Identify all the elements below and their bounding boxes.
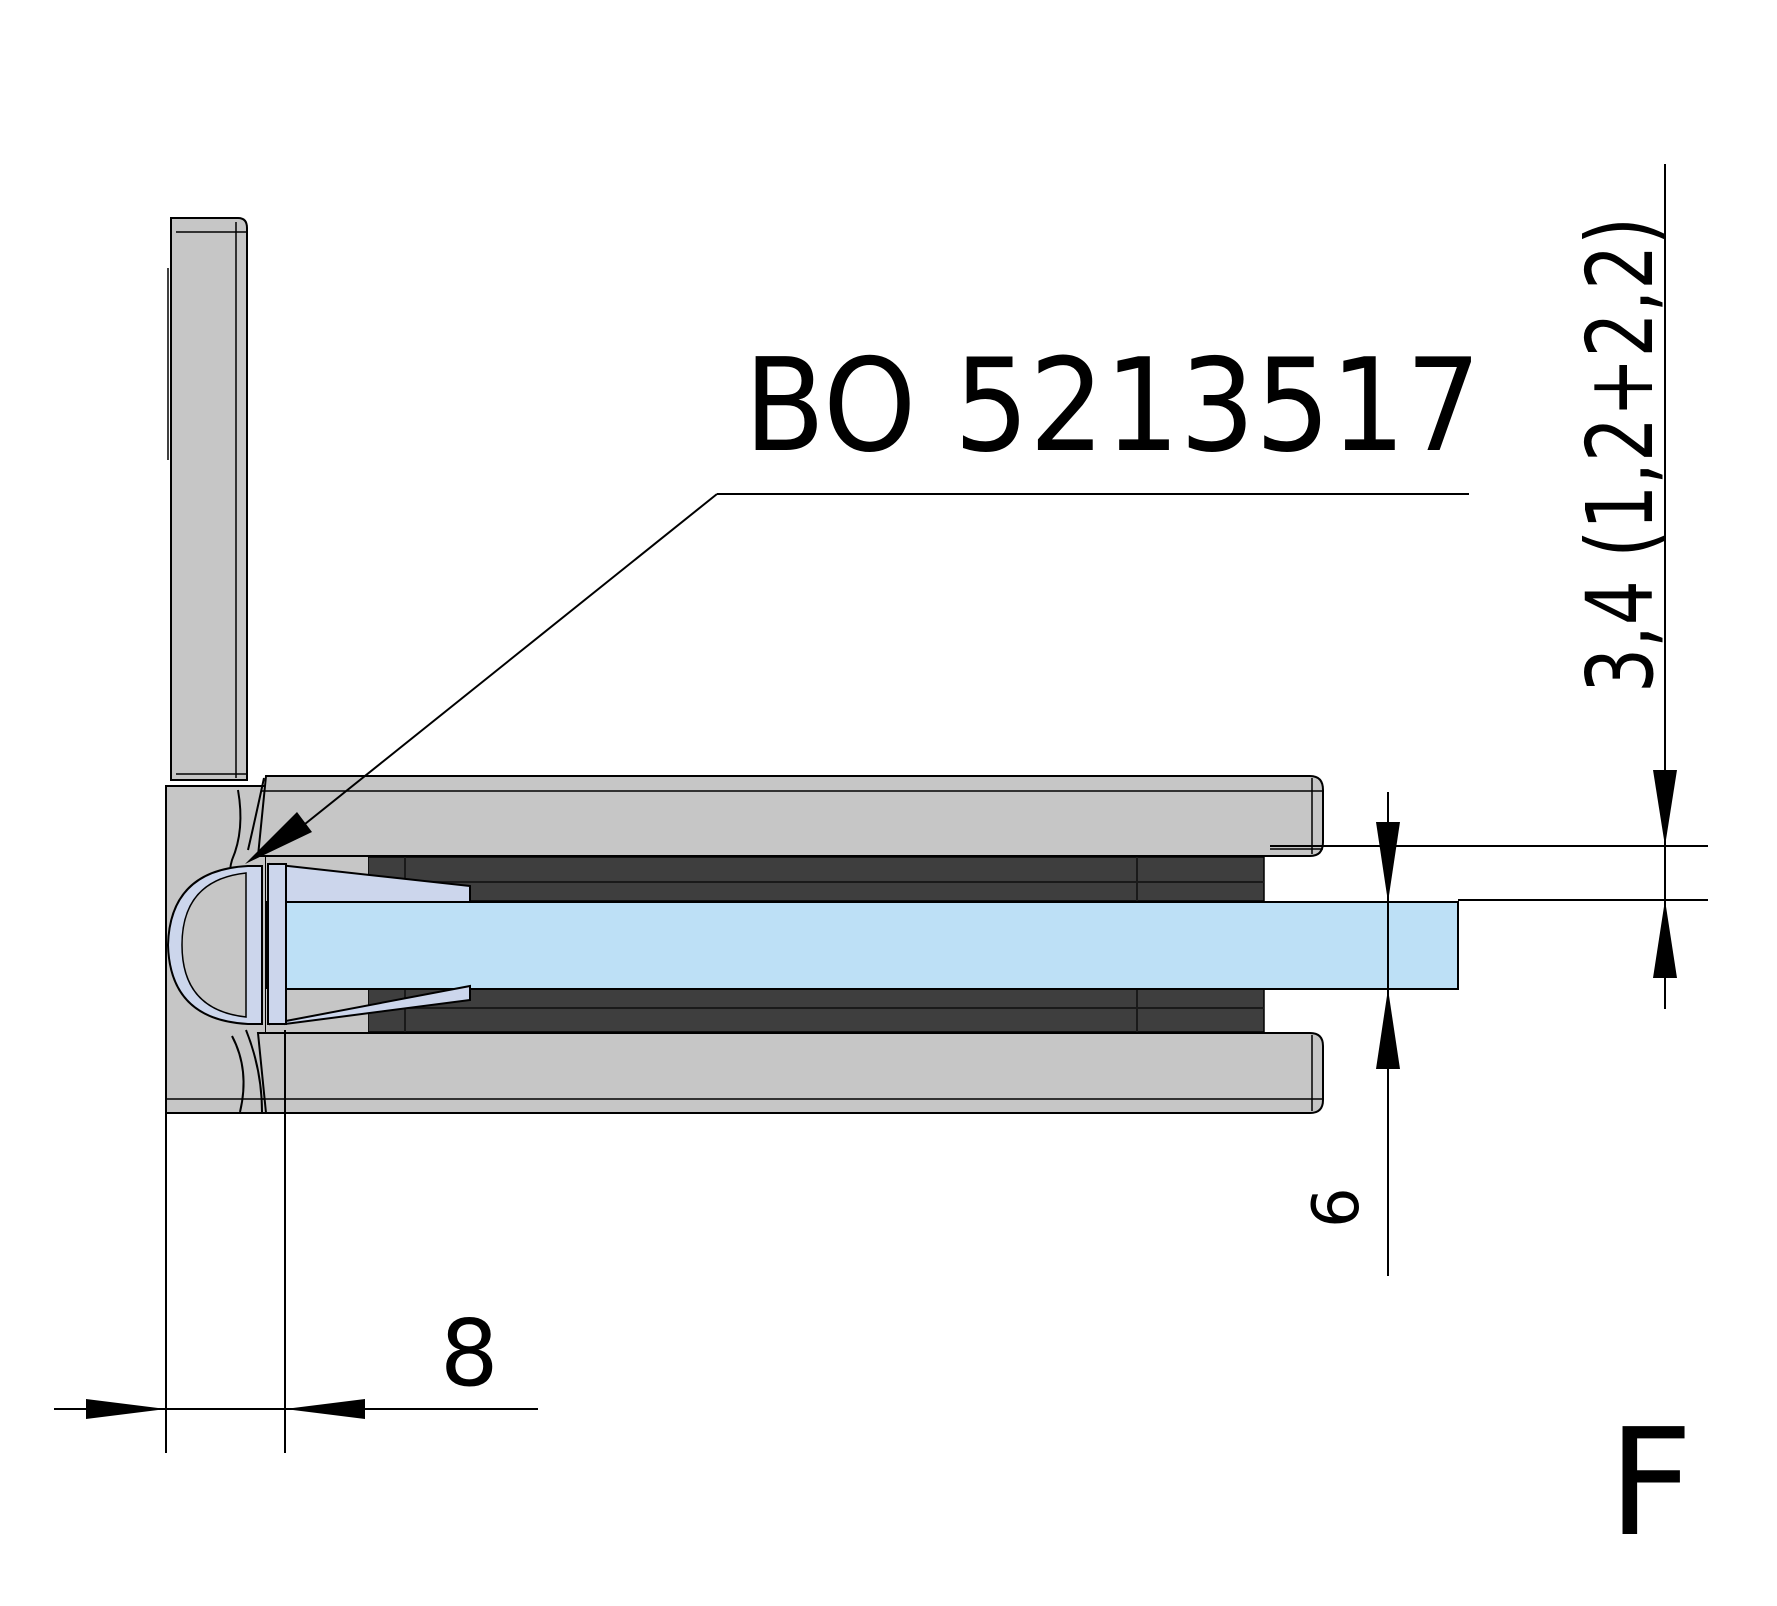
arrow-down-icon: [1653, 770, 1677, 846]
arrow-left-icon: [285, 1399, 365, 1419]
dimension-gasket: [1270, 164, 1708, 1009]
rubber-gaskets: [266, 856, 1265, 1033]
seal-profile: [166, 862, 471, 1026]
arrow-up-icon: [1653, 900, 1677, 978]
dimension-left-offset: [54, 1030, 538, 1453]
arrow-right-icon: [86, 1399, 166, 1419]
top-clamp-plate: [256, 775, 1324, 857]
dimension-label-8: 8: [440, 1300, 499, 1407]
arrow-down-icon: [1376, 822, 1400, 902]
part-leader: [245, 493, 1469, 864]
leader-arrow-icon: [245, 812, 312, 864]
dimension-label-gasket: 3,4 (1,2+2,2): [1567, 217, 1674, 693]
dimension-glass-gap: [1376, 792, 1400, 1276]
part-label: BO 5213517: [744, 332, 1481, 481]
sheet-letter: F: [1608, 1397, 1693, 1569]
dimension-label-6: 6: [1300, 1187, 1374, 1228]
vertical-plate: [167, 217, 248, 781]
arrow-up-icon: [1376, 989, 1400, 1069]
glass-pane: [284, 901, 1459, 990]
bottom-clamp-plate: [256, 1032, 1324, 1114]
